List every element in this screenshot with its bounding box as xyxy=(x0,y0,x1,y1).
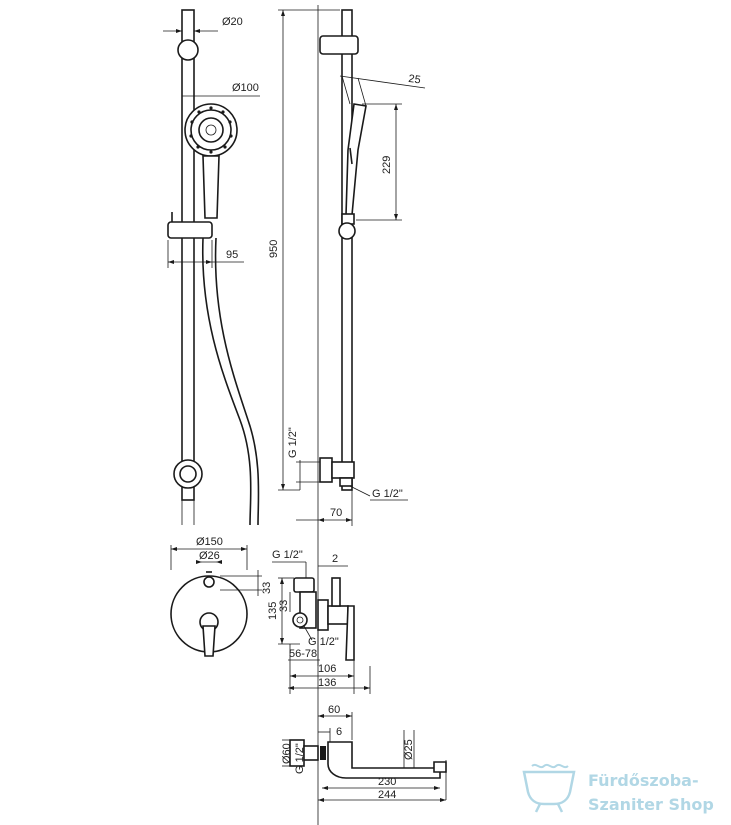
dim-g12-valve-mid: G 1/2" xyxy=(308,636,339,648)
dim-g12-top-left: G 1/2" xyxy=(287,427,299,458)
dim-d95: 95 xyxy=(226,249,238,261)
bath-spout-view: 60 6 Ø60 G 1/2" Ø25 230 244 xyxy=(281,704,447,802)
dim-d26: Ø26 xyxy=(199,550,220,562)
dim-d20: Ø20 xyxy=(222,16,243,28)
shower-head-nozzles xyxy=(189,106,233,154)
shower-set-side-view: 950 25 229 G 1/2" G 1/2" 70 xyxy=(268,5,426,825)
watermark-line2: Szaniter Shop xyxy=(588,795,714,814)
dim-g12-valve-top: G 1/2" xyxy=(272,549,303,561)
bathtub-icon xyxy=(522,763,576,813)
dim-d33-left: 33 xyxy=(278,600,290,612)
shower-set-front-view: Ø20 Ø100 95 xyxy=(163,9,260,526)
dim-d136: 136 xyxy=(318,677,336,689)
dim-d100: Ø100 xyxy=(232,82,259,94)
dim-d60-dia: Ø60 xyxy=(281,743,293,764)
dim-d25: 25 xyxy=(408,73,422,87)
dim-d106: 106 xyxy=(318,663,336,675)
dim-g12-top-right: G 1/2" xyxy=(372,488,403,500)
dim-d244: 244 xyxy=(378,789,396,801)
dim-d2: 2 xyxy=(332,553,338,565)
dim-d56-78: 56-78 xyxy=(289,648,317,660)
dim-d25-dia: Ø25 xyxy=(403,739,415,760)
mixer-side-view: G 1/2" 2 135 33 G 1/2" 56-78 xyxy=(267,549,371,694)
dim-g12-spout: G 1/2" xyxy=(294,743,306,774)
shop-watermark: Fürdőszoba- Szaniter Shop xyxy=(522,763,714,814)
mixer-front-view: Ø150 Ø26 33 xyxy=(170,536,273,657)
dim-d230: 230 xyxy=(378,776,396,788)
dim-d33-right: 33 xyxy=(261,582,273,594)
watermark-line1: Fürdőszoba- xyxy=(588,771,699,790)
dim-d60: 60 xyxy=(328,704,340,716)
dim-d70: 70 xyxy=(330,507,342,519)
dim-d229: 229 xyxy=(381,156,393,174)
dim-d950: 950 xyxy=(268,240,280,258)
dim-d6: 6 xyxy=(336,726,342,738)
dim-d150: Ø150 xyxy=(196,536,223,548)
dim-d135: 135 xyxy=(267,602,279,620)
